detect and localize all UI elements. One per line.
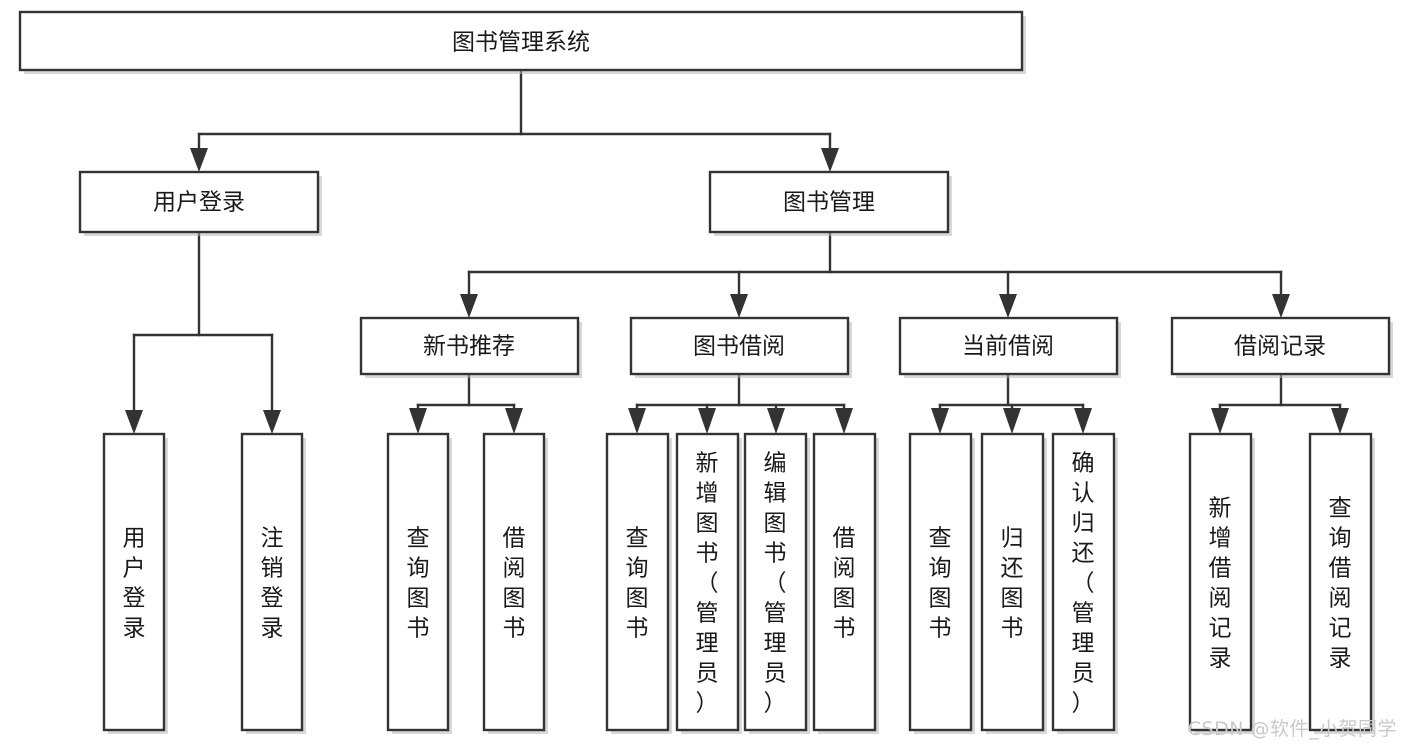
arrow-head-leaf-query-book-borrow: [628, 408, 646, 434]
leaf-query-book-current-rect: [908, 432, 973, 732]
node-new-book-recommend-label: 新书推荐: [423, 334, 515, 360]
arrow-head-leaf-edit-book: [767, 408, 785, 434]
node-current-borrow-label: 当前借阅: [962, 334, 1054, 360]
leaf-user-login[interactable]: 用户登录: [102, 432, 168, 734]
leaf-return-book-rect: [980, 432, 1045, 732]
leaf-query-book-new-label: 查询图书: [407, 525, 430, 641]
arrow-head-leaf-query-book-current: [931, 408, 949, 434]
leaf-add-book-label: 新增图书（管理员）: [696, 450, 719, 716]
node-book-borrow[interactable]: 图书借阅: [629, 316, 852, 378]
leaf-borrow-book-label: 借阅图书: [833, 525, 856, 641]
arrow-head-book-manage: [821, 148, 839, 172]
node-user-login[interactable]: 用户登录: [78, 170, 322, 236]
arrow-head-leaf-query-book-new: [409, 408, 427, 434]
leaf-add-record-rect: [1188, 432, 1253, 732]
leaf-return-book-label: 归还图书: [1001, 525, 1024, 641]
node-book-manage-label: 图书管理: [783, 190, 875, 216]
leaf-query-record[interactable]: 查询借阅记录: [1308, 432, 1375, 734]
leaf-borrow-book-new-rect: [482, 432, 546, 732]
leaf-query-book-new-rect: [386, 432, 450, 732]
leaf-borrow-book-new-label: 借阅图书: [503, 525, 526, 641]
arrow-head-leaf-borrow-book: [835, 408, 853, 434]
leaf-borrow-book-new[interactable]: 借阅图书: [482, 432, 548, 734]
node-book-borrow-rect: [629, 316, 850, 376]
leaf-query-book-new[interactable]: 查询图书: [386, 432, 452, 734]
node-current-borrow-rect: [898, 316, 1119, 376]
arrow-head-leaf-add-book: [698, 408, 716, 434]
leaf-borrow-book-rect: [812, 432, 877, 732]
node-book-manage[interactable]: 图书管理: [708, 170, 952, 236]
leaf-confirm-return-rect: [1051, 432, 1116, 732]
leaf-borrow-book[interactable]: 借阅图书: [812, 432, 879, 734]
arrow-head-book-borrow: [730, 294, 748, 318]
arrow-head-leaf-confirm-return: [1074, 408, 1092, 434]
node-user-login-label: 用户登录: [153, 190, 245, 216]
leaf-edit-book-label: 编辑图书（管理员）: [764, 450, 787, 716]
leaf-logout-label: 注销登录: [261, 525, 284, 641]
arrow-head-leaf-borrow-book-new: [505, 408, 523, 434]
node-root-rect: [18, 10, 1024, 72]
leaf-logout[interactable]: 注销登录: [240, 432, 306, 734]
arrow-head-leaf-add-record: [1211, 408, 1229, 434]
arrow-head-leaf-user-login: [125, 410, 143, 434]
leaf-confirm-return[interactable]: 确认归还（管理员）: [1051, 432, 1118, 734]
leaf-logout-rect: [240, 432, 304, 732]
leaf-add-record-label: 新增借阅记录: [1209, 495, 1232, 671]
node-new-book-recommend[interactable]: 新书推荐: [359, 316, 582, 378]
arrow-head-user-login: [190, 148, 208, 172]
arrow-head-borrow-record: [1272, 294, 1290, 318]
leaf-query-book-borrow[interactable]: 查询图书: [605, 432, 672, 734]
leaf-query-book-borrow-rect: [605, 432, 670, 732]
arrow-head-current-borrow: [999, 294, 1017, 318]
connector-layer: [125, 68, 1349, 434]
arrow-head-leaf-query-record: [1331, 408, 1349, 434]
leaf-edit-book[interactable]: 编辑图书（管理员）: [743, 432, 810, 734]
leaf-return-book[interactable]: 归还图书: [980, 432, 1047, 734]
node-root-label: 图书管理系统: [452, 30, 590, 56]
leaf-query-book-current-label: 查询图书: [929, 525, 952, 641]
leaf-add-book[interactable]: 新增图书（管理员）: [675, 432, 742, 734]
node-root[interactable]: 图书管理系统: [18, 10, 1026, 74]
node-borrow-record-label: 借阅记录: [1234, 334, 1326, 360]
leaf-edit-book-rect: [743, 432, 808, 732]
node-book-manage-rect: [708, 170, 950, 234]
node-new-book-recommend-rect: [359, 316, 580, 376]
node-borrow-record-rect: [1170, 316, 1391, 376]
leaf-add-record[interactable]: 新增借阅记录: [1188, 432, 1255, 734]
node-user-login-rect: [78, 170, 320, 234]
arrow-head-new-book-recommend: [460, 294, 478, 318]
leaf-user-login-rect: [102, 432, 166, 732]
leaf-add-book-rect: [675, 432, 740, 732]
leaf-user-login-label: 用户登录: [123, 525, 146, 641]
leaf-query-record-label: 查询借阅记录: [1329, 495, 1352, 671]
node-current-borrow[interactable]: 当前借阅: [898, 316, 1121, 378]
arrow-head-leaf-return-book: [1003, 408, 1021, 434]
arrow-head-leaf-logout: [263, 410, 281, 434]
leaf-query-book-current[interactable]: 查询图书: [908, 432, 975, 734]
node-borrow-record[interactable]: 借阅记录: [1170, 316, 1393, 378]
leaf-confirm-return-label: 确认归还（管理员）: [1072, 450, 1095, 716]
leaf-query-book-borrow-label: 查询图书: [626, 525, 649, 641]
leaf-query-record-rect: [1308, 432, 1373, 732]
node-book-borrow-label: 图书借阅: [693, 334, 785, 360]
